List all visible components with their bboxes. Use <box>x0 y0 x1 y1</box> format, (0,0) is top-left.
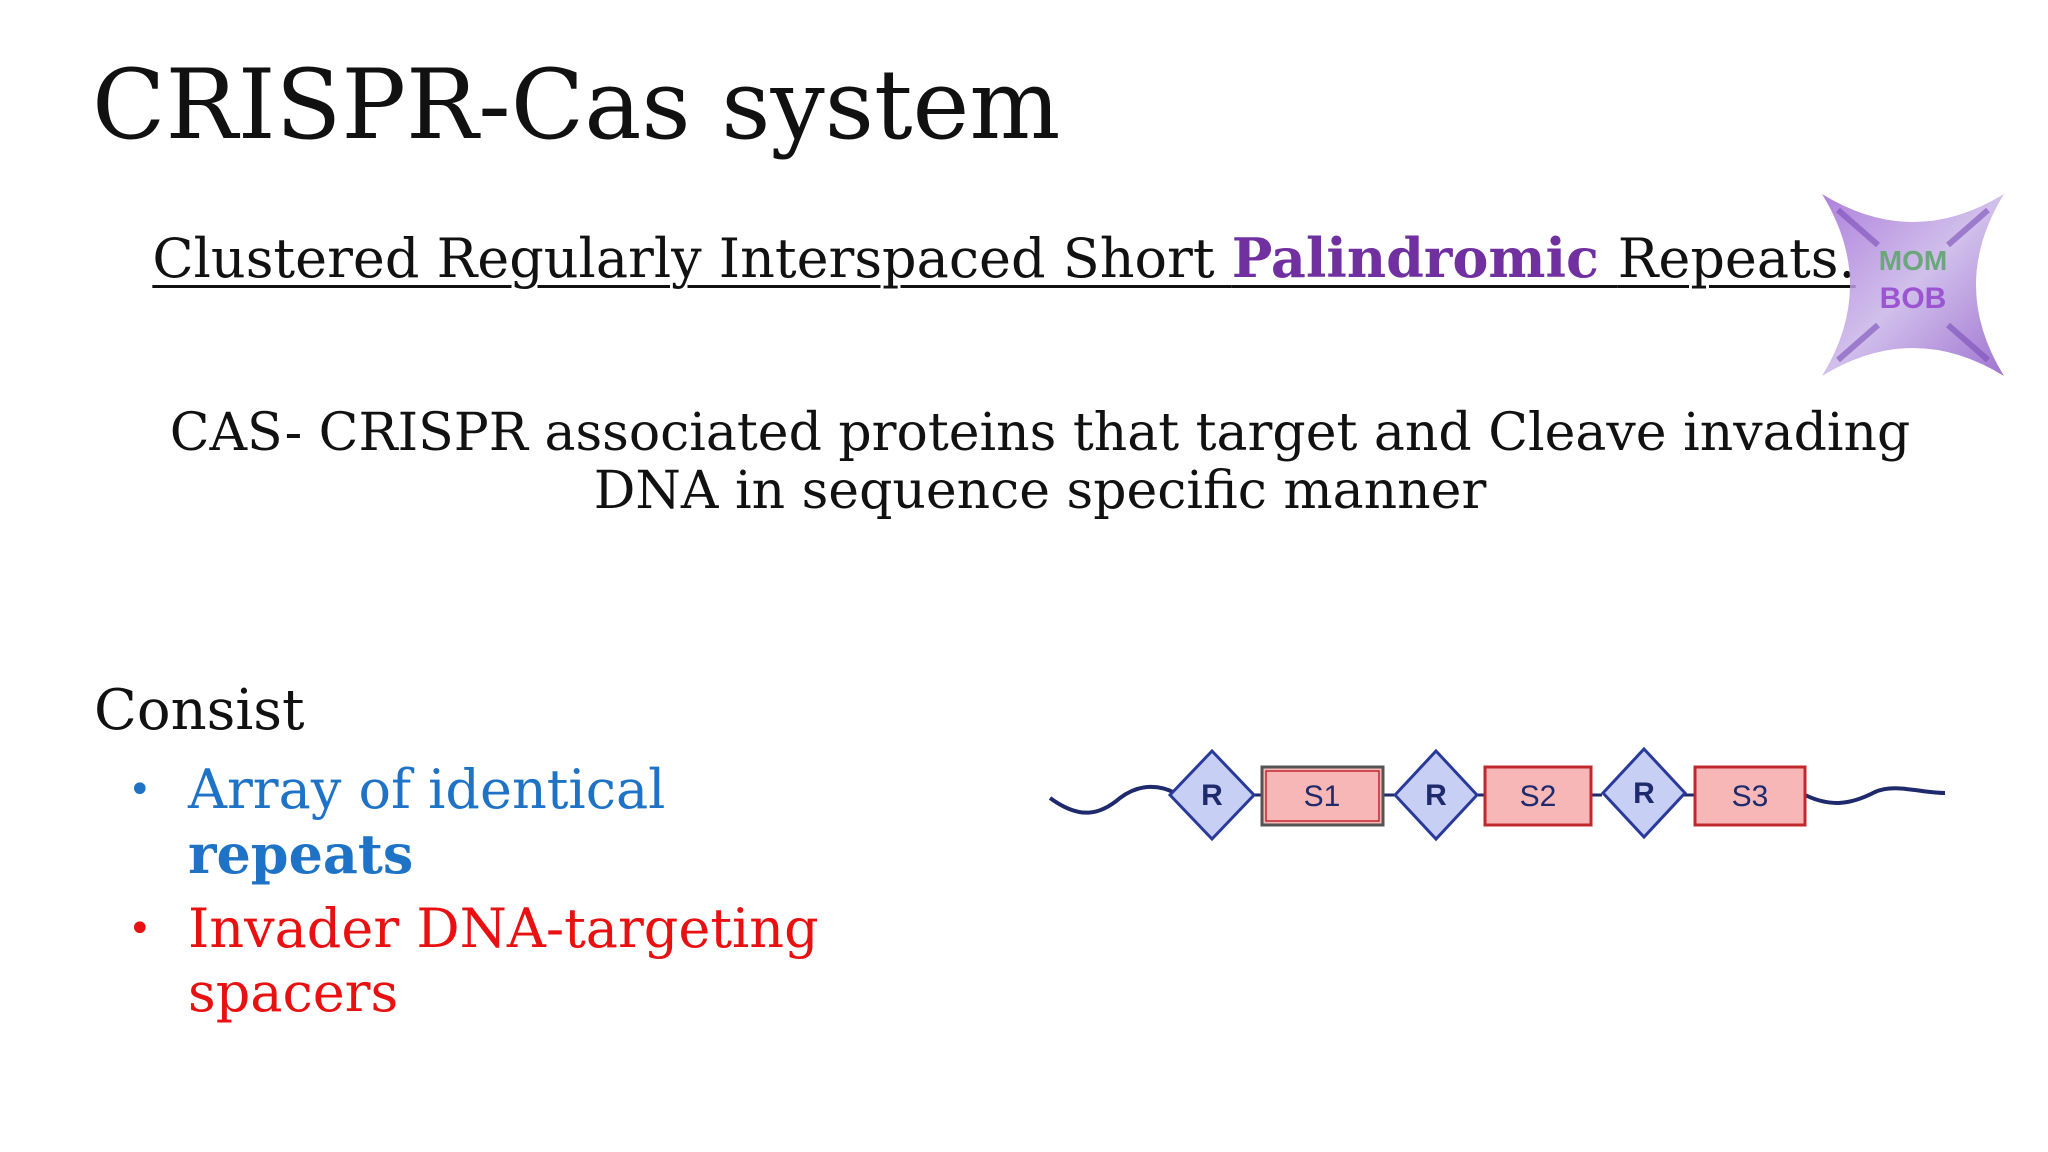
dna-strand-left <box>1048 784 1176 815</box>
bullet-repeats-bold: repeats <box>188 822 414 886</box>
bullet-spacers: • Invader DNA-targeting spacers <box>120 897 880 1025</box>
bullet-repeats: • Array of identical repeats <box>120 758 880 887</box>
acronym-highlight-palindromic: Palindromic <box>1231 226 1618 290</box>
cas-description: CAS- CRISPR associated proteins that tar… <box>169 403 1911 521</box>
spacer-2-label: S2 <box>1520 780 1557 813</box>
spacer-2: S2 <box>1483 765 1593 827</box>
slide-title: CRISPR-Cas system <box>92 49 1061 161</box>
repeat-1-label: R <box>1201 779 1223 812</box>
repeat-3: R <box>1600 746 1688 840</box>
repeat-2-label: R <box>1425 779 1447 812</box>
acronym-before: Clustered Regularly Interspaced Short <box>152 227 1232 290</box>
spacer-3: S3 <box>1693 765 1807 827</box>
repeat-1: R <box>1167 748 1257 842</box>
spacer-1-label: S1 <box>1304 780 1341 813</box>
logo-word-1: MOM <box>1879 245 1947 276</box>
bullet-dot-icon: • <box>128 767 152 813</box>
bullet-dot-icon: • <box>128 906 152 952</box>
dna-strand-right <box>1804 786 1946 805</box>
acronym-line: Clustered Regularly Interspaced Short Pa… <box>152 220 1855 297</box>
spacer-1: S1 <box>1260 765 1385 827</box>
palindrome-word-cloud-logo-icon: MOM BOB <box>1822 194 2004 376</box>
repeat-3-label: R <box>1633 777 1655 810</box>
acronym-after: Repeats. <box>1617 227 1856 290</box>
logo-word-2: BOB <box>1880 282 1947 315</box>
consist-label: Consist <box>94 678 305 743</box>
bullet-spacers-text: Invader DNA-targeting spacers <box>188 897 819 1024</box>
spacer-3-label: S3 <box>1732 780 1769 813</box>
crispr-array-diagram: R S1 R S2 R S3 <box>1048 746 1946 842</box>
bullet-repeats-text: Array of identical <box>188 758 666 821</box>
repeat-2: R <box>1392 748 1480 842</box>
acronym-expansion: Clustered Regularly Interspaced Short Pa… <box>0 220 2048 297</box>
consist-bullet-list: • Array of identical repeats • Invader DNA… <box>120 758 880 1035</box>
